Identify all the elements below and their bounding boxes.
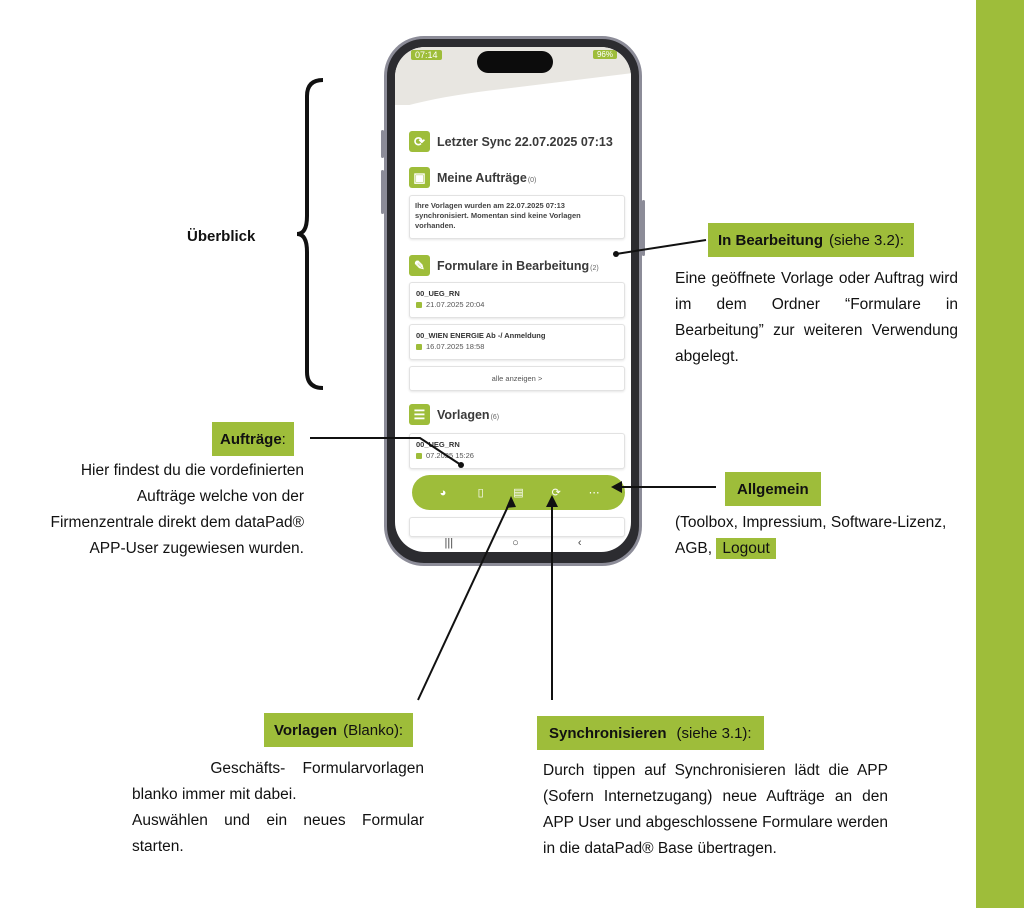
calendar-icon <box>416 301 422 308</box>
sync-info-card: Ihre Vorlagen wurden am 22.07.2025 07:13… <box>409 195 625 239</box>
vorlagen-heading: Vorlagen(6) <box>437 407 500 422</box>
label-auftraege: Aufträge: <box>212 422 294 456</box>
phone-screen: 07:14 96% ⟳ Letzter Sync 22.07.2025 07:1… <box>395 47 631 552</box>
phone-side-button <box>381 130 384 158</box>
list-item[interactable]: 00_UEG_RN 07.2025 15:26 <box>409 433 625 469</box>
desc-in-bearbeitung: Eine geöffnete Vorlage oder Auftrag wird… <box>675 270 958 365</box>
item-title: 00_UEG_RN <box>416 440 460 449</box>
formulare-header[interactable]: ✎ Formulare in Bearbeitung(2) <box>409 255 599 276</box>
document-icon: ☰ <box>409 404 430 425</box>
item-title: 00_WIEN ENERGIE Ab -/ Anmeldung <box>416 331 546 340</box>
bottom-nav: ◕ ▯ ▤ ⟳ ⋯ <box>412 475 625 510</box>
sync-info-text: Ihre Vorlagen wurden am 22.07.2025 07:13… <box>415 201 581 230</box>
sync-header[interactable]: ⟳ Letzter Sync 22.07.2025 07:13 <box>409 131 613 152</box>
vorlagen-header[interactable]: ☰ Vorlagen(6) <box>409 404 499 425</box>
overview-brace <box>296 78 324 390</box>
meine-auftraege-header[interactable]: ▣ Meine Aufträge(0) <box>409 167 536 188</box>
document-icon[interactable]: ▤ <box>513 487 524 499</box>
side-accent-stripe <box>976 0 1024 908</box>
desc-allgemein: (Toolbox, Impressium, Software-Lizenz, A… <box>675 514 947 559</box>
item-date: 16.07.2025 18:58 <box>410 340 624 351</box>
home-icon[interactable]: ○ <box>512 536 519 549</box>
clipboard-icon[interactable]: ▯ <box>477 487 484 499</box>
sync-heading: Letzter Sync 22.07.2025 07:13 <box>437 134 613 149</box>
desc-auftraege: Hier findest du die vordefinierten Auftr… <box>50 462 304 557</box>
show-all-button[interactable]: alle anzeigen > <box>409 366 625 391</box>
sync-icon[interactable]: ⟳ <box>551 487 561 499</box>
back-icon[interactable]: ‹ <box>577 536 582 549</box>
item-title: 00_UEG_RN <box>416 289 460 298</box>
calendar-icon <box>416 343 422 350</box>
meine-auftraege-heading: Meine Aufträge(0) <box>437 170 537 185</box>
camera-notch <box>477 51 553 73</box>
list-item[interactable]: 00_WIEN ENERGIE Ab -/ Anmeldung 16.07.20… <box>409 324 625 360</box>
more-icon[interactable]: ⋯ <box>588 487 600 499</box>
clipboard-icon: ▣ <box>409 167 430 188</box>
list-item-partial <box>409 517 625 537</box>
calendar-icon <box>416 452 422 459</box>
list-item[interactable]: 00_UEG_RN 21.07.2025 20:04 <box>409 282 625 318</box>
label-vorlagen: Vorlagen(Blanko): <box>264 713 414 747</box>
recent-apps-icon[interactable]: ||| <box>444 536 454 549</box>
ueberblick-label: Überblick <box>187 228 256 245</box>
label-in-bearbeitung: In Bearbeitung(siehe 3.2): <box>708 223 915 257</box>
logout-highlight: Logout <box>716 538 776 559</box>
phone-mockup: 07:14 96% ⟳ Letzter Sync 22.07.2025 07:1… <box>384 36 642 566</box>
dashboard-icon[interactable]: ◕ <box>439 486 447 499</box>
status-battery: 96% <box>592 50 617 59</box>
label-allgemein: Allgemein <box>725 472 821 506</box>
desc-synchronisieren: Durch tippen auf Synchronisieren lädt di… <box>543 762 888 857</box>
desc-vorlagen: Geschäfts- Formularvorlagen blanko immer… <box>132 760 424 855</box>
formulare-heading: Formulare in Bearbeitung(2) <box>437 258 599 273</box>
sync-icon: ⟳ <box>409 131 430 152</box>
status-time: 07:14 <box>411 50 442 60</box>
item-date: 07.2025 15:26 <box>410 449 624 460</box>
edit-form-icon: ✎ <box>409 255 430 276</box>
item-date: 21.07.2025 20:04 <box>410 298 624 309</box>
label-synchronisieren: Synchronisieren(siehe 3.1): <box>537 716 764 750</box>
phone-side-button <box>642 200 645 256</box>
system-nav-bar: ||| ○ ‹ <box>395 533 631 552</box>
phone-side-button <box>381 170 384 214</box>
